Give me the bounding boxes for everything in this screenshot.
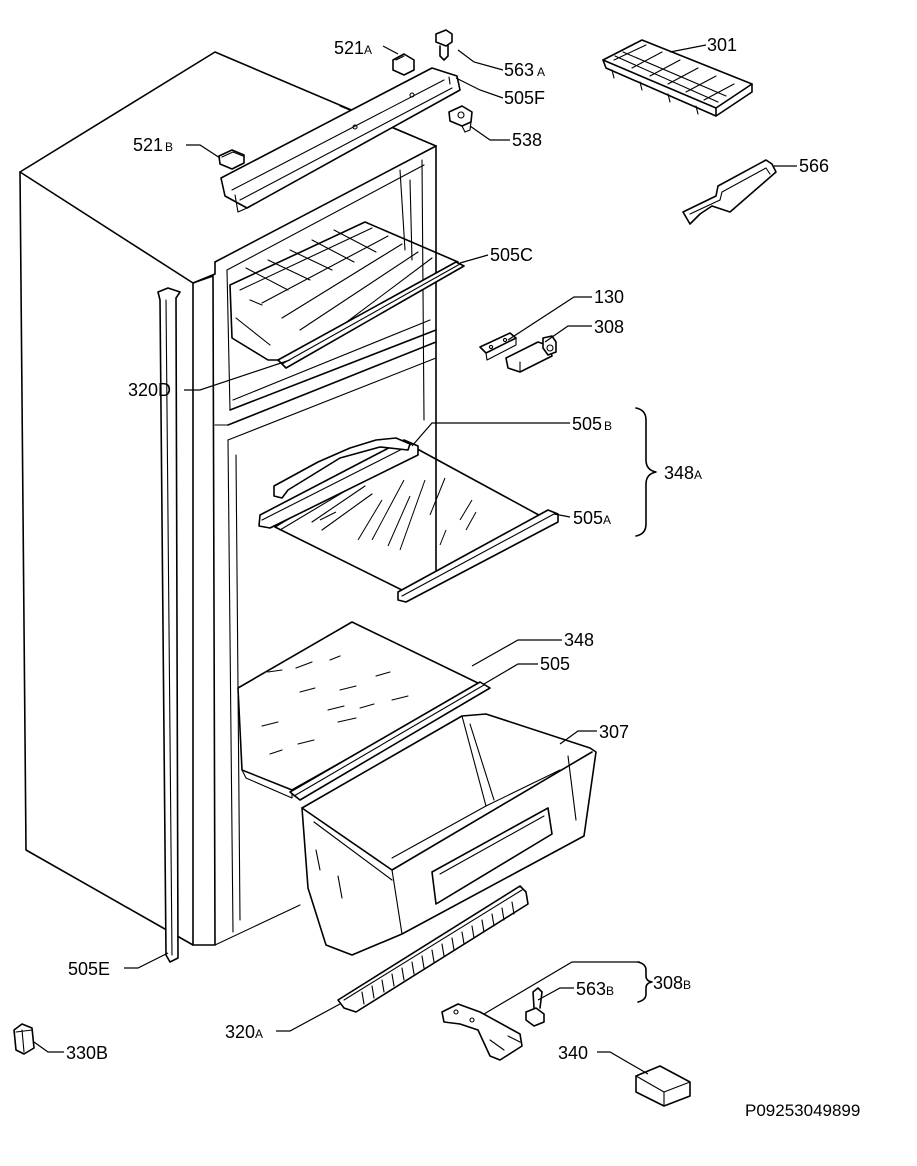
label-538: 538 (512, 130, 542, 150)
label-505f: 505F (504, 88, 545, 108)
top-rail-505f (220, 67, 461, 213)
clip-538 (448, 105, 473, 133)
shelf-trim-505 (289, 681, 491, 801)
freezer-shelf-grid (229, 221, 461, 361)
ice-scraper-566 (682, 159, 777, 225)
shelf-trim-505b (258, 437, 419, 529)
label-320d: 320D (128, 380, 171, 400)
label-566: 566 (799, 156, 829, 176)
label-330b: 330B (66, 1043, 108, 1063)
vent-grille-320a (337, 885, 529, 1013)
brace-308b (637, 961, 653, 1003)
ice-tray-301 (602, 39, 753, 117)
label-340: 340 (558, 1043, 588, 1063)
hinge-plate-130 (479, 332, 517, 361)
label-308b: 308B (653, 973, 691, 993)
crisper-drawer-307 (301, 713, 597, 956)
hinge-cover-521b (218, 149, 245, 170)
label-307: 307 (599, 722, 629, 742)
label-505e: 505E (68, 959, 110, 979)
hinge-308b (441, 1003, 523, 1061)
door-seal-505e (157, 287, 181, 963)
label-563b: 563B (576, 979, 614, 999)
label-348: 348 (564, 630, 594, 650)
label-348a: 348A (664, 463, 702, 483)
label-521a: 521A (334, 38, 372, 58)
screw-563b (525, 987, 545, 1027)
label-505a: 505A (573, 508, 611, 528)
label-505c: 505C (490, 245, 533, 265)
brace-348a (635, 407, 657, 537)
part-340 (635, 1065, 691, 1107)
document-number: P09253049899 (745, 1101, 860, 1120)
screw-563a (435, 29, 453, 61)
label-308: 308 (594, 317, 624, 337)
label-130: 130 (594, 287, 624, 307)
foot-330b (13, 1023, 35, 1055)
label-301: 301 (707, 35, 737, 55)
label-320a: 320A (225, 1022, 263, 1042)
shelf-trim-505c (277, 261, 465, 369)
hinge-cover-521a (392, 53, 415, 76)
hinge-308 (505, 335, 557, 373)
leader-lines (33, 44, 797, 1075)
shelf-trim-505a (397, 509, 559, 603)
label-505: 505 (540, 654, 570, 674)
